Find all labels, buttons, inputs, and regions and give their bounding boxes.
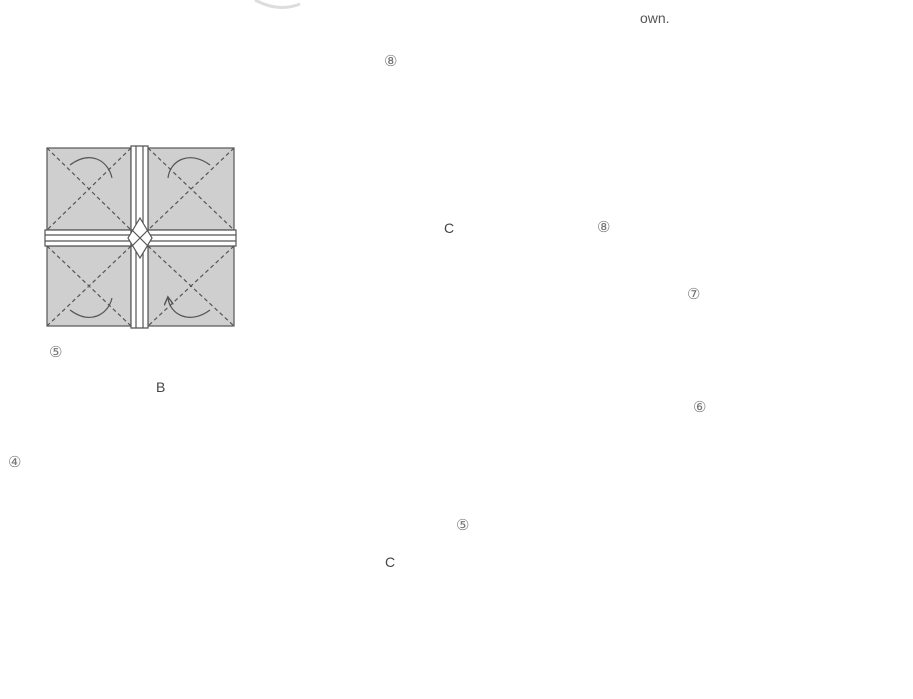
step8-label-top: ⑧ — [384, 54, 397, 69]
step6-label: ⑥ — [693, 400, 706, 415]
step5-left-figure — [45, 146, 236, 328]
step5-bottom-label: ⑤ — [456, 518, 469, 533]
top-faint-sketch — [255, 0, 300, 7]
arrow-c-label: C — [385, 555, 395, 569]
step7-label: ⑦ — [687, 287, 700, 302]
step8-label-right: ⑧ — [597, 220, 610, 235]
top-note: own. — [640, 11, 670, 25]
step4-label: ④ — [8, 455, 21, 470]
arrow-b-label: B — [156, 380, 165, 394]
step8-c-label: C — [444, 221, 454, 235]
step5-left-label: ⑤ — [49, 345, 62, 360]
